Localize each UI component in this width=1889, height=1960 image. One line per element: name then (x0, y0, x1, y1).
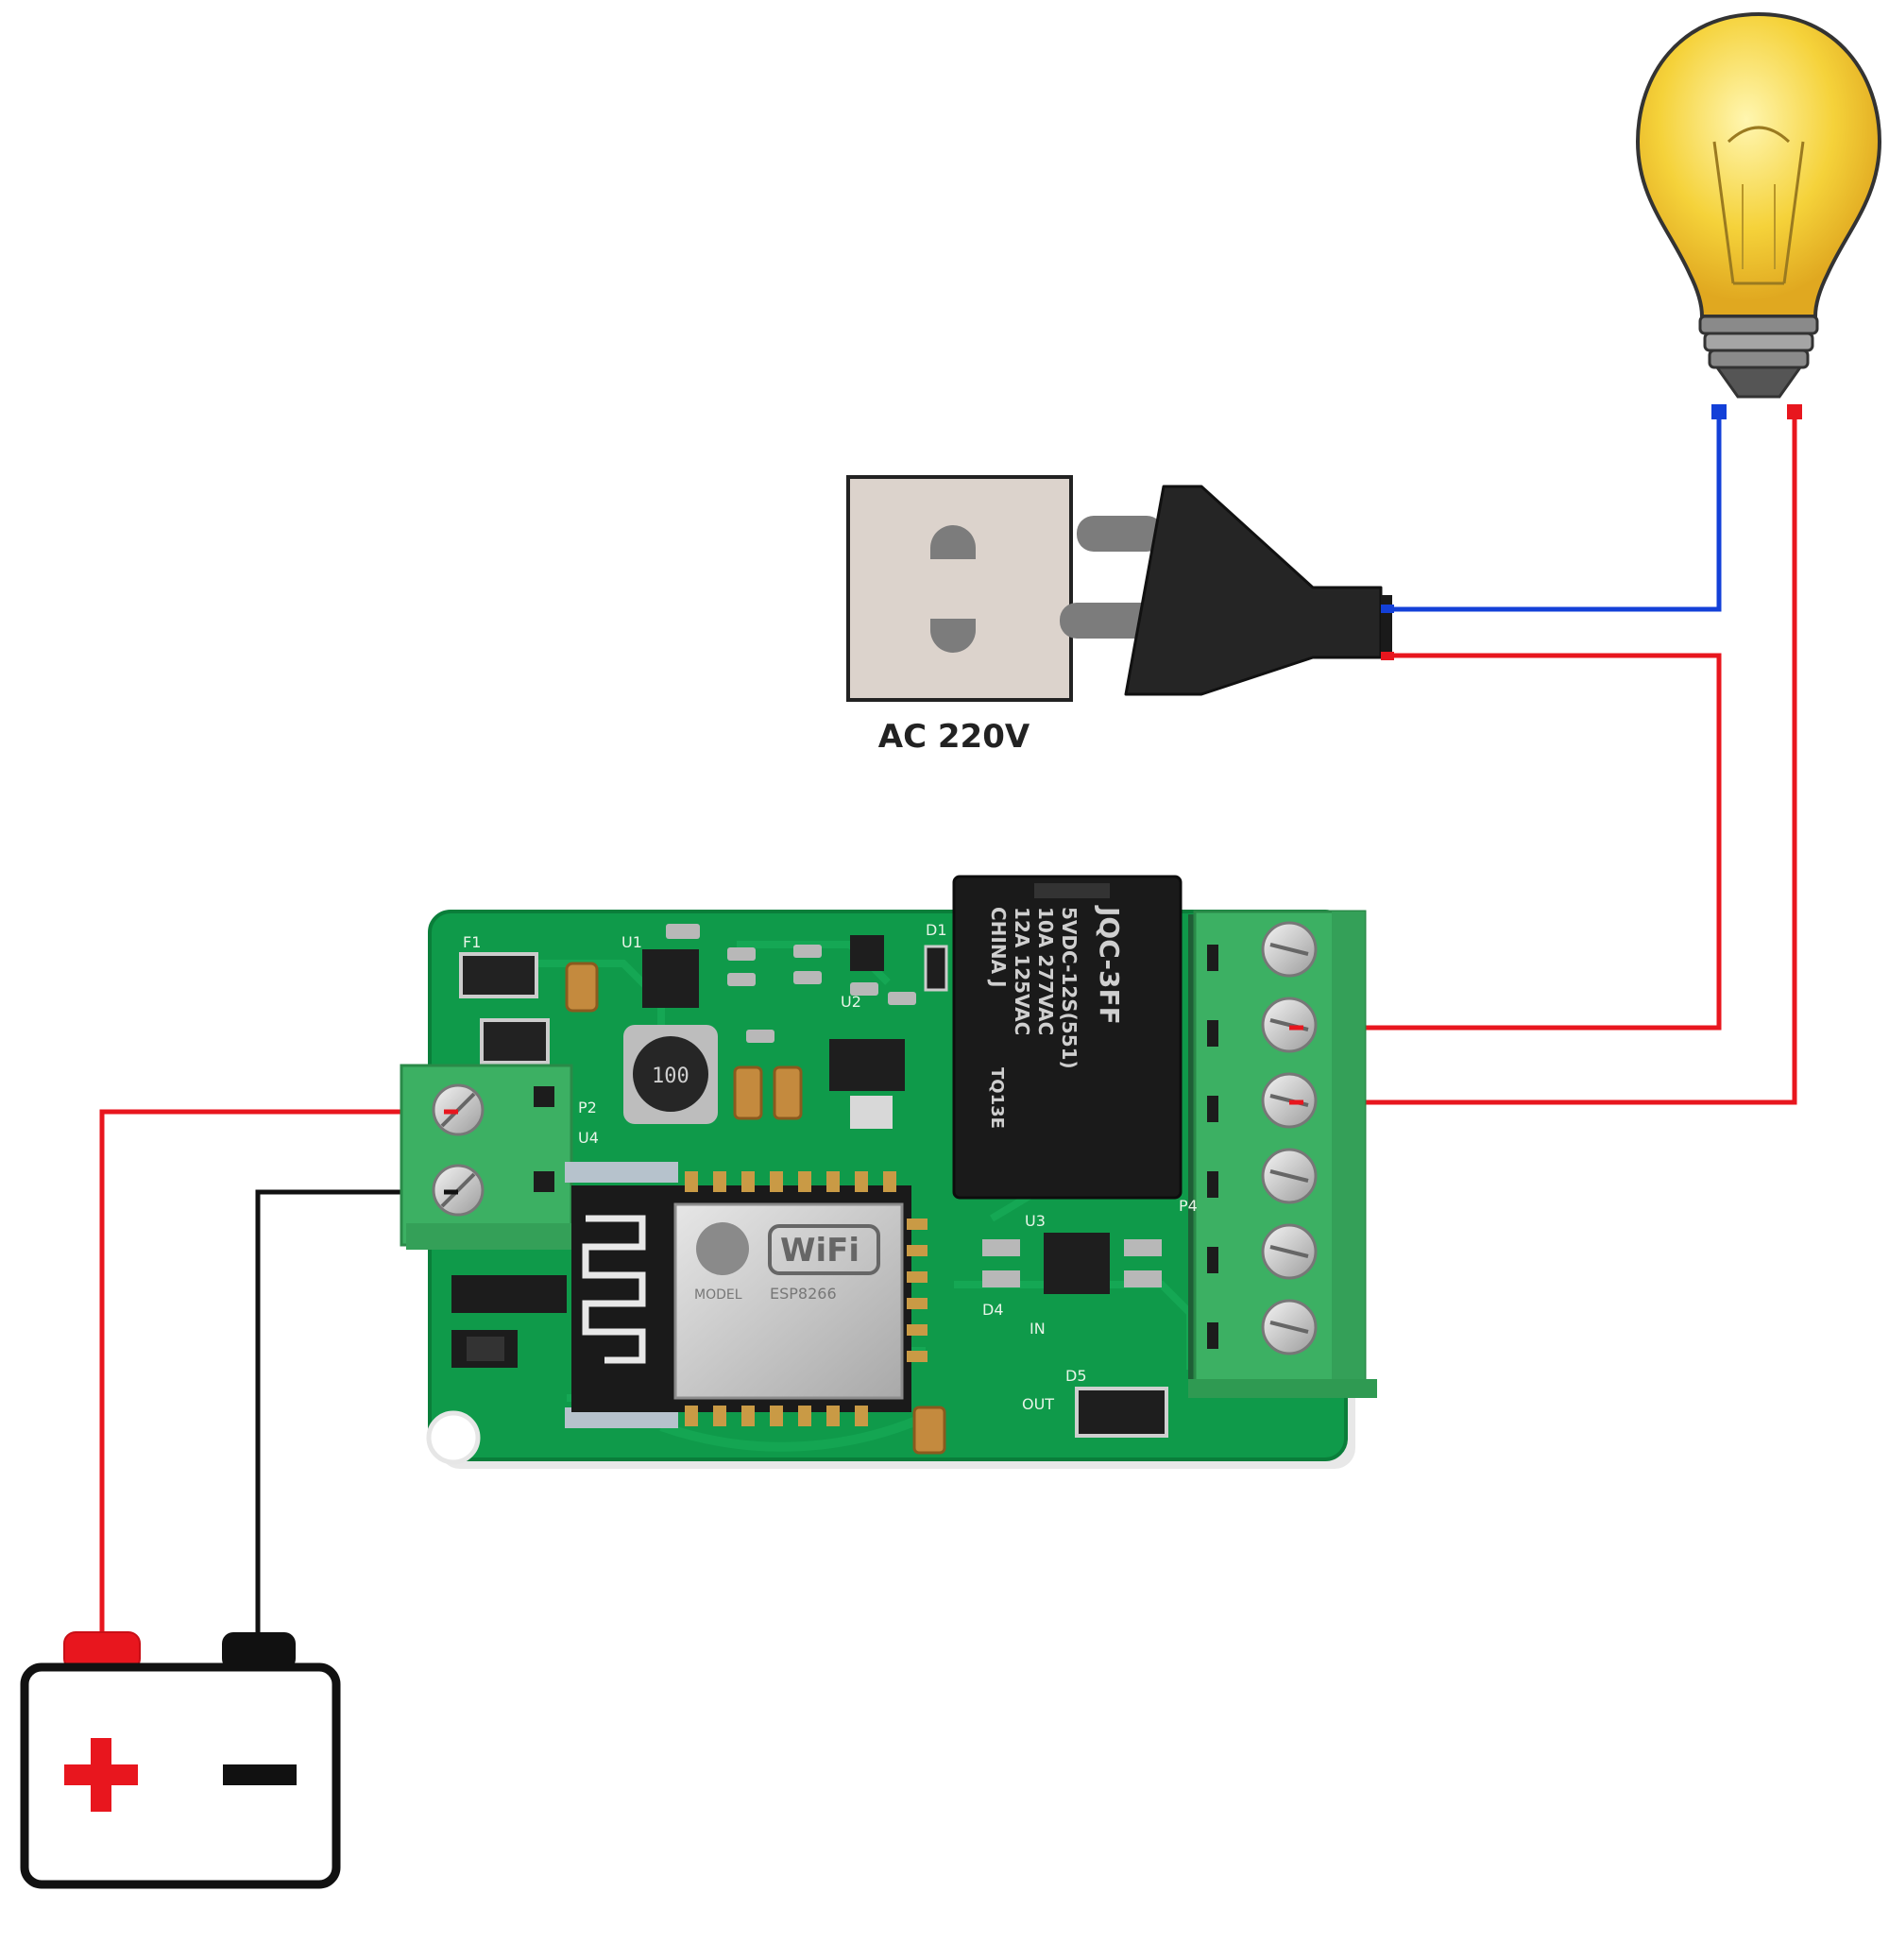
label-u3: U3 (1025, 1212, 1046, 1230)
battery-positive-wire (99, 1109, 458, 1636)
relay-brand-text: JQC-3FF (1094, 905, 1125, 1025)
neutral-wire (1393, 414, 1722, 612)
module-model-text: MODEL (694, 1287, 742, 1303)
label-u1: U1 (621, 933, 642, 951)
wifi-logo-text: WiFi (780, 1232, 859, 1270)
relay-output-terminal (1188, 910, 1377, 1398)
battery-minus-sign (223, 1764, 297, 1785)
wifi-module: WiFi MODEL ESP8266 (565, 1162, 927, 1428)
relay-board: F1 U1 D1 100 U2 (400, 875, 1377, 1469)
relay-line-4: CHINA J (987, 907, 1010, 987)
battery-negative-wire (255, 1189, 458, 1636)
wall-outlet-icon (846, 475, 1073, 702)
battery-icon (20, 1631, 341, 1889)
label-p2: P2 (578, 1099, 597, 1116)
label-f1: F1 (463, 933, 481, 951)
bulb-neutral-terminal (1711, 404, 1727, 419)
wires (99, 414, 1797, 1636)
relay-line-5: TQ13E (987, 1067, 1007, 1129)
label-u2: U2 (841, 993, 861, 1011)
live-wire-plug-to-relay (1303, 653, 1722, 1031)
power-plug-icon (1060, 485, 1394, 696)
label-in: IN (1030, 1320, 1046, 1338)
module-esp-text: ESP8266 (770, 1285, 837, 1303)
relay-line-1: 5VDC-12S(551) (1058, 907, 1081, 1069)
outlet-voltage-label: AC 220V (877, 718, 1030, 756)
live-wire-relay-to-bulb (1303, 414, 1797, 1105)
label-p4: P4 (1179, 1197, 1198, 1215)
label-out: OUT (1022, 1395, 1054, 1413)
power-input-terminal (400, 1064, 573, 1250)
label-d4: D4 (982, 1301, 1004, 1319)
relay-line-2: 10A 277VAC (1034, 907, 1057, 1035)
label-d1: D1 (926, 921, 947, 939)
label-d5: D5 (1065, 1367, 1087, 1385)
relay-component: JQC-3FF 5VDC-12S(551) 10A 277VAC 12A 125… (952, 875, 1183, 1200)
espressif-logo-icon (696, 1222, 749, 1275)
label-inductor: 100 (652, 1065, 689, 1088)
light-bulb-icon (1635, 11, 1882, 419)
bulb-live-terminal (1787, 404, 1802, 419)
relay-line-3: 12A 125VAC (1011, 907, 1033, 1035)
label-u4: U4 (578, 1129, 599, 1147)
